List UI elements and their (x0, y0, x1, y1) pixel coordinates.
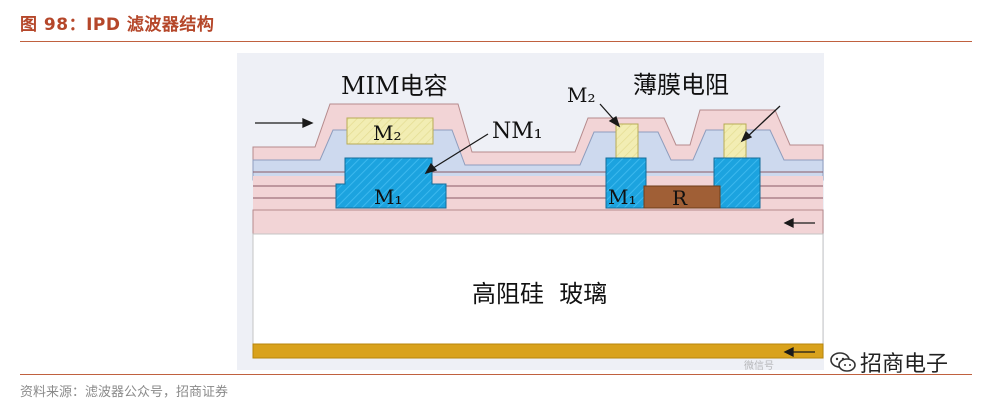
label-resistor: R (672, 186, 688, 210)
arrow-nm1-head (424, 162, 438, 175)
watermark-text: 招商电子 (860, 352, 949, 377)
m2-top-metal (346, 117, 434, 145)
wechat-icon (830, 352, 856, 372)
m1-right-metal-right (713, 157, 761, 209)
arrow-right-top (745, 105, 781, 139)
label-m2-top: M₂ (373, 121, 402, 145)
m1-right-metal-left (605, 157, 647, 209)
label-thin-film: 薄膜电阻 (633, 71, 729, 99)
label-m1-right: M₁ (608, 185, 637, 209)
resistor-film (643, 185, 721, 209)
label-m2-callout: M₂ (567, 83, 596, 107)
arrow-right-mid-head (783, 217, 794, 229)
source-note: 资料来源：滤波器公众号，招商证券 (20, 385, 229, 400)
arrow-right-top-head (740, 130, 753, 143)
label-nm1: NM₁ (492, 119, 543, 144)
watermark: 招商电子 (830, 346, 948, 378)
label-substrate: 高阻硅 玻璃 (472, 280, 607, 308)
arrow-left-top-head (302, 117, 314, 129)
backside-metal (252, 343, 824, 359)
watermark-faded: 微信号 (744, 361, 774, 372)
figure-title: 图 98：IPD 滤波器结构 (20, 15, 215, 35)
lower-oxide-layer (252, 209, 824, 235)
footer-divider (20, 374, 972, 375)
m1-left-metal (335, 157, 447, 209)
arrow-m2-callout-head (608, 115, 621, 128)
arrow-right-bottom-head (783, 346, 794, 358)
arrow-nm1 (429, 133, 489, 171)
label-m1-left: M₁ (374, 185, 403, 209)
title-divider (20, 41, 972, 42)
m2-via-left (615, 123, 639, 159)
label-mim: MIM电容 (341, 72, 448, 100)
